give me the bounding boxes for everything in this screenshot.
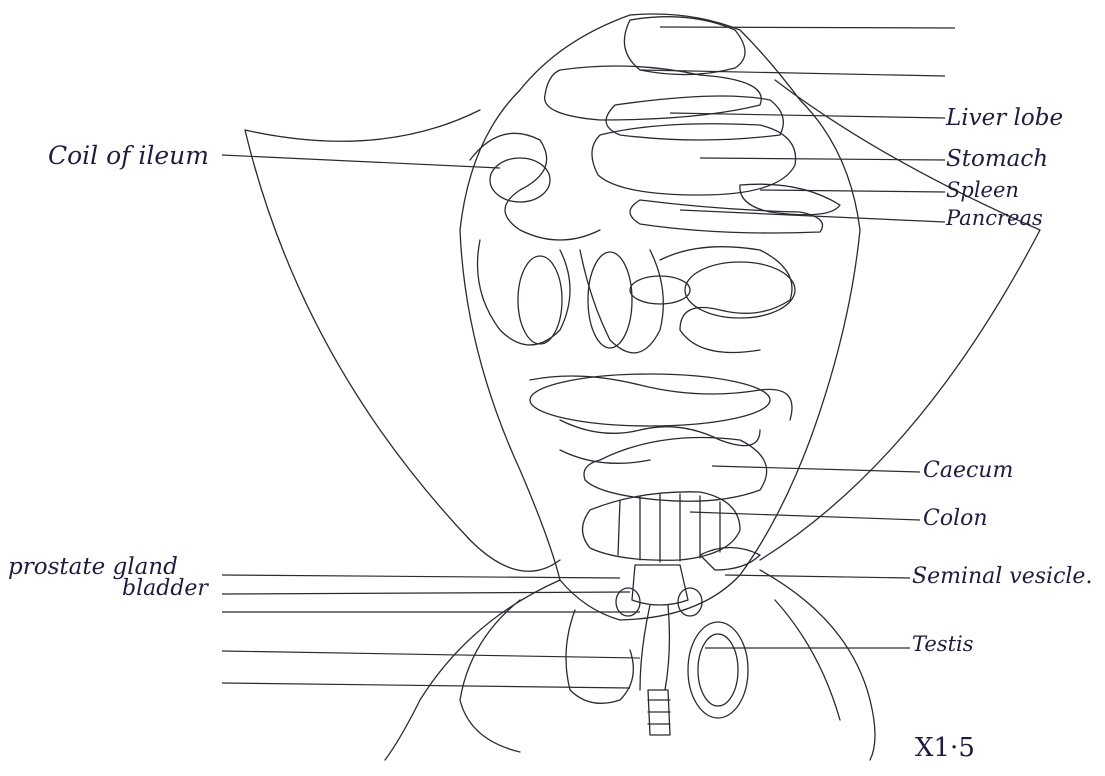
leader-line-1 <box>660 27 955 28</box>
pancreas-shape <box>630 200 823 233</box>
colon-bands <box>618 494 720 562</box>
label-stomach: Stomach <box>946 148 1048 171</box>
leader-line-prostate-gland <box>222 575 620 578</box>
label-liver-lobe: Liver lobe <box>946 107 1063 130</box>
label-bladder: bladder <box>122 578 208 600</box>
leader-line-coil-of-ileum <box>222 155 500 168</box>
testis-shape <box>688 622 748 718</box>
ileum-loop-2 <box>630 276 690 304</box>
right-hind-leg <box>760 570 875 760</box>
label-caecum: Caecum <box>923 460 1013 482</box>
label-colon: Colon <box>923 508 988 530</box>
label-coil-of-ileum: Coil of ileum <box>48 143 209 168</box>
label-spleen: Spleen <box>946 180 1019 201</box>
leader-line-seminal-vesicle <box>725 575 910 578</box>
label-testis: Testis <box>912 634 974 655</box>
leader-line-caecum <box>712 466 920 472</box>
ileum-loop-6 <box>530 374 770 426</box>
testis-inner <box>698 634 738 706</box>
ileum-loop-4 <box>588 252 632 348</box>
label-magnification: X1·5 <box>915 735 975 761</box>
penis-shape <box>648 690 670 735</box>
ileum-loop-5 <box>685 262 795 318</box>
left-hind-leg <box>385 580 560 760</box>
liver-lobe-mid <box>545 66 762 120</box>
ileum-loop-3 <box>518 256 562 344</box>
colon-shape <box>583 492 741 560</box>
leader-line-pancreas <box>680 210 945 222</box>
leader-line-unlabelled-2 <box>222 651 640 658</box>
label-pancreas: Pancreas <box>946 208 1043 229</box>
leader-line-stomach <box>700 158 945 160</box>
ileum-loop-1 <box>490 158 550 202</box>
label-seminal-vesicle: Seminal vesicle. <box>912 566 1092 588</box>
leader-line-colon <box>690 512 920 520</box>
liver-lobe-lower <box>606 96 783 140</box>
leader-line-bladder <box>222 592 630 594</box>
leader-line-liver-lobe <box>670 113 945 118</box>
